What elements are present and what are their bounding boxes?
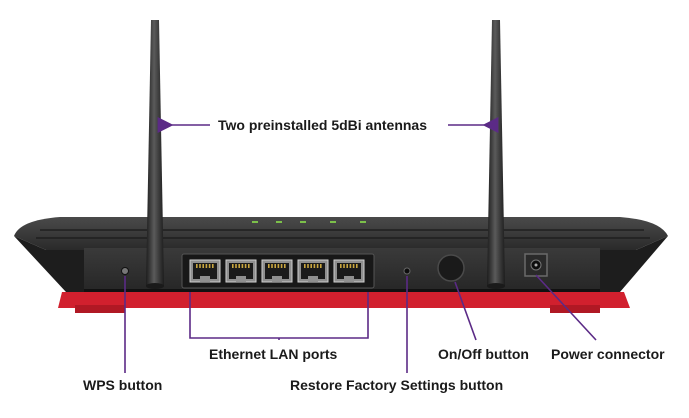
power-leader — [535, 274, 597, 341]
top-vents — [36, 229, 650, 239]
foot-left — [75, 305, 125, 313]
label-restore-factory-settings: Restore Factory Settings button — [290, 377, 504, 393]
ethernet-port — [297, 259, 329, 283]
callouts — [124, 117, 597, 373]
power-connector — [524, 253, 548, 277]
ethernet-ports — [181, 253, 375, 289]
reset-hole — [403, 267, 411, 275]
label-onoff-button: On/Off button — [438, 346, 529, 362]
label-power-connector: Power connector — [551, 346, 665, 362]
wps-button — [121, 267, 129, 275]
power-button — [437, 254, 465, 282]
ethernet-port — [261, 259, 293, 283]
label-wps-button: WPS button — [83, 377, 163, 393]
status-leds — [252, 221, 366, 223]
onoff-leader — [454, 281, 477, 341]
ethernet-port — [189, 259, 221, 283]
label-ethernet-lan-ports: Ethernet LAN ports — [209, 346, 338, 362]
antenna-left — [146, 20, 164, 289]
red-base — [58, 292, 630, 308]
ethernet-port — [225, 259, 257, 283]
top-shell — [14, 217, 668, 250]
ethernet-port — [333, 259, 365, 283]
foot-right — [550, 305, 600, 313]
antenna-right — [487, 20, 505, 289]
label-antennas: Two preinstalled 5dBi antennas — [218, 117, 428, 133]
